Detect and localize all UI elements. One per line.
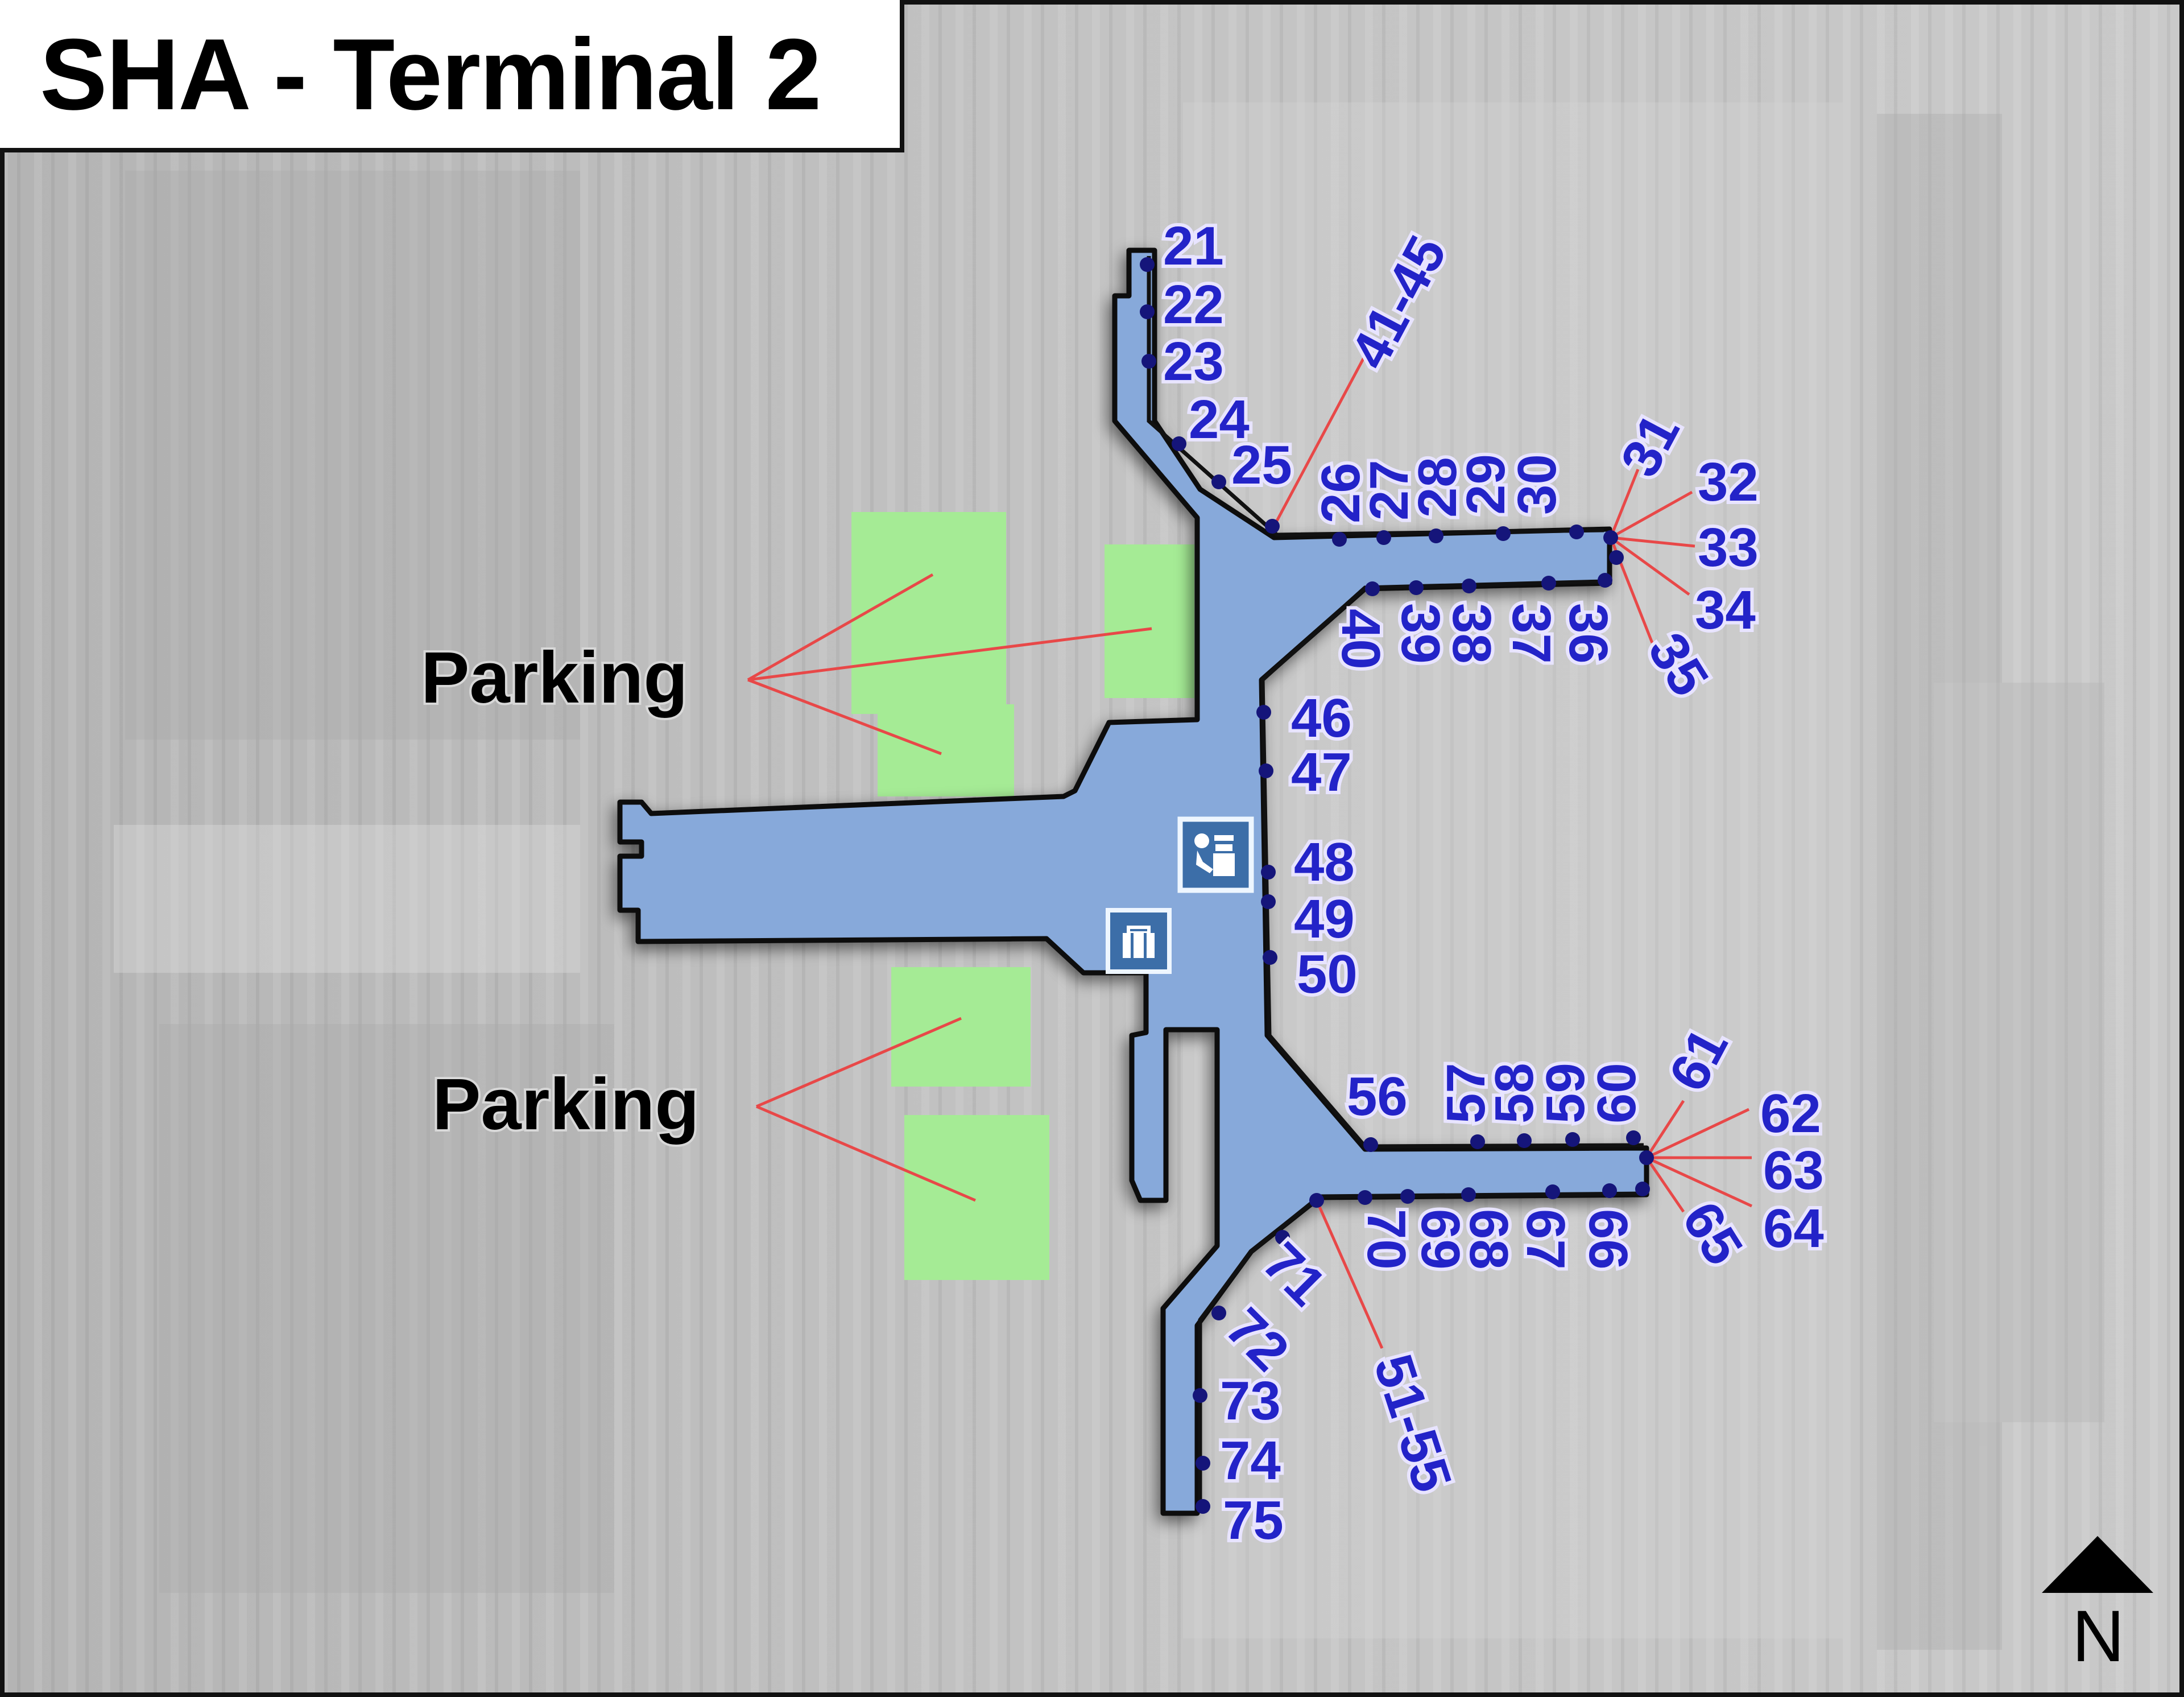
- gate-label: 60: [1586, 1063, 1647, 1124]
- gate-label: 48: [1294, 832, 1355, 893]
- gate-label: 38: [1441, 603, 1502, 664]
- gate-label: 56: [1347, 1066, 1408, 1127]
- parking-area-south-2: [904, 1115, 1049, 1280]
- gate-label: 30: [1507, 454, 1567, 515]
- gate-label: 22: [1163, 274, 1224, 335]
- gate-label: 28: [1407, 457, 1468, 518]
- gate-label: 57: [1436, 1063, 1496, 1124]
- gate-group-71-75: 71 72 73 74 75: [1211, 1228, 1341, 1554]
- parking-area-south-1: [891, 967, 1031, 1087]
- gate-label: 21: [1163, 216, 1224, 276]
- page-title: SHA - Terminal 2: [40, 17, 822, 131]
- parking-label-south: Parking: [432, 1064, 700, 1145]
- gate-group-56-60: 56 57 58 59 60: [1343, 1059, 1651, 1130]
- gate-label: 59: [1535, 1063, 1596, 1124]
- gate-label: 33: [1698, 517, 1759, 578]
- parking-label-north: Parking: [421, 637, 688, 719]
- leader-lines: [747, 354, 1753, 1349]
- gate-label: 75: [1223, 1490, 1284, 1551]
- information-desk-icon[interactable]: [1177, 816, 1254, 893]
- gate-label: 58: [1484, 1063, 1545, 1124]
- gate-label: 69: [1410, 1209, 1471, 1270]
- gate-label: 63: [1763, 1140, 1824, 1201]
- gate-label: 49: [1294, 889, 1355, 949]
- north-label: N: [2072, 1596, 2124, 1677]
- gate-group-26-30: 26 27 28 29 30: [1307, 451, 1571, 527]
- gate-group-66-70: 66 67 68 69 70: [1352, 1205, 1642, 1273]
- gate-label: 64: [1763, 1198, 1824, 1259]
- map-title-box: SHA - Terminal 2: [0, 0, 904, 152]
- north-arrow-icon: N: [2042, 1536, 2153, 1677]
- gate-group-36-40: 36 37 38 39 40: [1327, 600, 1622, 673]
- gate-label: 36: [1558, 603, 1619, 664]
- gate-label: 40: [1330, 609, 1391, 670]
- parking-area-north-1: [851, 512, 1006, 714]
- gate-label: 67: [1515, 1209, 1576, 1270]
- gate-label: 27: [1359, 460, 1420, 521]
- gate-label: 50: [1297, 944, 1358, 1005]
- gate-label: 70: [1356, 1209, 1417, 1270]
- gate-label: 62: [1760, 1083, 1821, 1144]
- gate-label: 32: [1698, 452, 1759, 513]
- gate-group-46-50: 46 47 48 49 50: [1288, 684, 1361, 1008]
- gate-dots: [1140, 257, 1654, 1514]
- gate-label: 24: [1189, 389, 1250, 450]
- parking-area-north-2: [1105, 544, 1194, 698]
- gate-label: 73: [1220, 1370, 1281, 1431]
- baggage-icon[interactable]: [1106, 908, 1172, 974]
- gate-label: 46: [1291, 688, 1352, 749]
- gate-label: 66: [1578, 1209, 1639, 1270]
- gate-label: 68: [1458, 1209, 1519, 1270]
- gate-label: 47: [1291, 742, 1352, 803]
- apron-texture: [114, 102, 2104, 1650]
- gate-label: 29: [1455, 454, 1516, 515]
- gate-label: 25: [1231, 435, 1292, 496]
- parking-area-north-3: [878, 704, 1014, 796]
- gate-label: 26: [1310, 463, 1371, 523]
- parking-areas: [851, 512, 1194, 1280]
- gate-group-21-25: 21 22 23 24 25: [1160, 212, 1296, 499]
- gate-label: 23: [1163, 331, 1224, 392]
- gate-label: 74: [1220, 1430, 1281, 1491]
- gate-label: 34: [1695, 580, 1756, 641]
- gate-label: 37: [1501, 603, 1562, 664]
- gate-label: 39: [1390, 603, 1451, 664]
- gate-group-31-35: 31 32 33 34 35: [1606, 400, 1762, 709]
